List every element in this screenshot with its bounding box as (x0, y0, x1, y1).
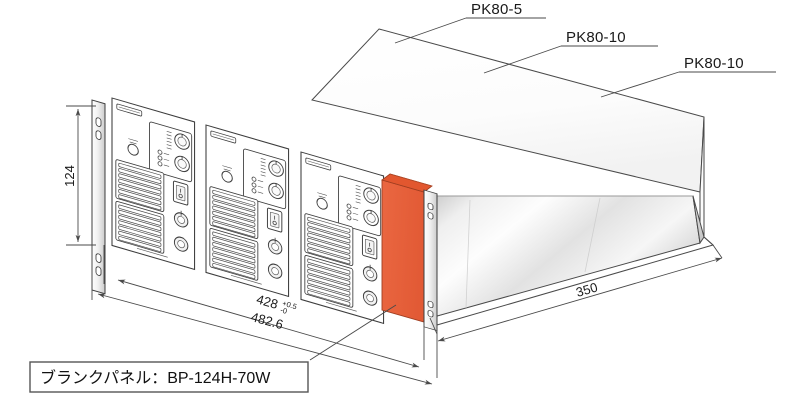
part-label-pk80-5: PK80-5 (471, 1, 522, 18)
enclosure-top-plane (311, 28, 705, 193)
dimension-depth-350 (429, 244, 723, 342)
leader-pk80-10-far (600, 71, 680, 98)
blank-panel-callout-leader (309, 304, 397, 361)
dimension-height-124 (66, 105, 96, 246)
leader-pk80-5 (394, 17, 467, 44)
rack-mount-ear-left (91, 99, 106, 295)
blank-panel-callout-text: ブランクパネル：BP-124H-70W (40, 368, 271, 387)
amplifier-module[interactable] (111, 97, 196, 270)
dimension-tolerance-minus: -0 (279, 305, 288, 315)
part-label-pk80-10-far: PK80-10 (684, 55, 744, 72)
blank-panel-face[interactable] (381, 179, 425, 323)
dimension-value-124: 124 (62, 165, 77, 187)
leader-pk80-10-mid (483, 45, 562, 74)
amplifier-module[interactable] (300, 151, 385, 324)
chassis-right-side (692, 195, 705, 245)
part-callouts (394, 17, 776, 98)
part-label-pk80-10-mid: PK80-10 (566, 29, 626, 46)
blank-panel-callout-box (29, 361, 309, 393)
dimension-value-350: 350 (574, 279, 599, 299)
rack-mount-ear-right (423, 189, 438, 332)
amplifier-module[interactable] (205, 124, 290, 297)
dimension-value-428: 428 (255, 291, 280, 311)
